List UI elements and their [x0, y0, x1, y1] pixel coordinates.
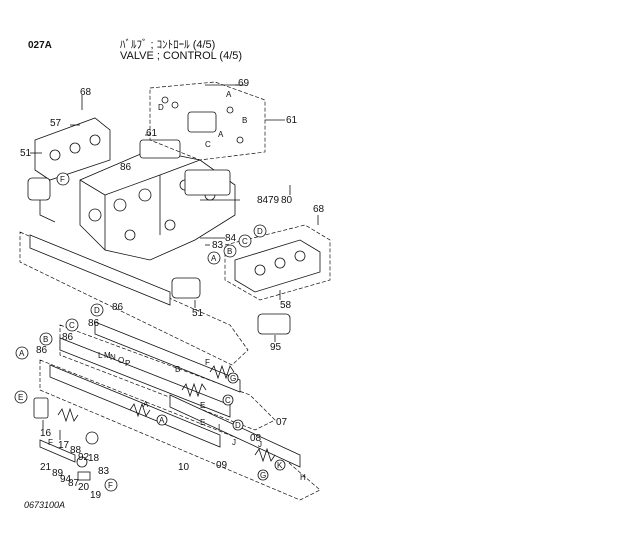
- svg-text:A: A: [159, 416, 165, 425]
- svg-text:D: D: [158, 103, 164, 112]
- callout-51: 51: [20, 148, 32, 159]
- title-japanese: ﾊﾞﾙﾌﾞ ; ｺﾝﾄﾛｰﾙ (4/5): [120, 39, 216, 51]
- callout-57: 57: [50, 118, 62, 129]
- callout-58: 58: [280, 300, 292, 311]
- callout-09: 09: [216, 460, 228, 471]
- solenoid-51b: [171, 277, 201, 299]
- valve-block: [79, 139, 236, 261]
- callout-84: 84: [257, 195, 269, 206]
- svg-text:C: C: [242, 237, 248, 246]
- svg-text:E: E: [200, 401, 205, 410]
- svg-text:F: F: [48, 438, 53, 447]
- callout-95: 95: [270, 342, 282, 353]
- svg-text:J: J: [232, 438, 236, 447]
- svg-text:D: D: [235, 421, 241, 430]
- svg-text:G: G: [260, 471, 266, 480]
- springs: [57, 364, 276, 463]
- drawing-number: 0673100A: [24, 500, 66, 510]
- callout-86e: 86: [36, 345, 48, 356]
- plug-16: [33, 397, 49, 419]
- callout-79: 79: [268, 195, 280, 206]
- svg-text:E: E: [200, 418, 205, 427]
- title-english: VALVE ; CONTROL (4/5): [120, 50, 243, 62]
- leader-lines: [30, 84, 319, 440]
- callout-68b: 68: [313, 204, 325, 215]
- callout-68: 68: [80, 87, 92, 98]
- part-letters: A D B A C L M N O P B F A E E I J J H F: [48, 90, 306, 482]
- svg-text:B: B: [175, 365, 180, 374]
- letter-markers: F D C B A D C B A E F G C A D K G: [14, 172, 286, 492]
- callout-21: 21: [40, 462, 52, 473]
- callout-86c: 86: [88, 318, 100, 329]
- callout-94: 94: [60, 474, 72, 485]
- svg-text:C: C: [69, 321, 75, 330]
- callout-84b: 84: [225, 233, 237, 244]
- svg-text:O: O: [118, 356, 124, 365]
- callout-61: 61: [146, 128, 158, 139]
- callout-80: 80: [281, 195, 293, 206]
- callout-69: 69: [238, 78, 250, 89]
- svg-text:A: A: [211, 254, 217, 263]
- right-group-outline: [224, 224, 331, 301]
- svg-text:H: H: [300, 473, 306, 482]
- solenoid-51: [27, 177, 51, 201]
- svg-text:G: G: [230, 374, 236, 383]
- svg-text:F: F: [60, 175, 65, 184]
- callout-61b: 61: [286, 115, 298, 126]
- svg-text:D: D: [94, 306, 100, 315]
- svg-text:I: I: [218, 423, 220, 432]
- svg-text:E: E: [18, 393, 23, 402]
- callout-83: 83: [212, 240, 224, 251]
- callout-16: 16: [40, 428, 52, 439]
- callout-92: 92: [78, 452, 90, 463]
- callout-86d: 86: [62, 332, 74, 343]
- callout-83b: 83: [98, 466, 110, 477]
- svg-text:A: A: [19, 349, 25, 358]
- svg-text:A: A: [143, 400, 149, 409]
- callout-86b: 86: [112, 302, 124, 313]
- callout-87: 87: [68, 478, 80, 489]
- svg-text:K: K: [277, 461, 283, 470]
- svg-text:F: F: [205, 358, 210, 367]
- svg-text:B: B: [242, 116, 247, 125]
- callout-10: 10: [178, 462, 190, 473]
- svg-text:N: N: [110, 353, 116, 362]
- solenoid-95: [257, 313, 291, 335]
- svg-text:A: A: [226, 90, 232, 99]
- svg-text:B: B: [227, 247, 232, 256]
- svg-text:C: C: [225, 396, 231, 405]
- callout-18: 18: [88, 453, 100, 464]
- svg-text:J: J: [258, 440, 262, 449]
- callout-86: 86: [120, 162, 132, 173]
- catalog-code: 027A: [28, 40, 52, 51]
- callout-88: 88: [70, 445, 82, 456]
- svg-text:L: L: [98, 351, 103, 360]
- callout-17: 17: [58, 440, 70, 451]
- svg-text:B: B: [43, 335, 48, 344]
- svg-text:C: C: [205, 140, 211, 149]
- spool-outline-1: [19, 231, 249, 366]
- svg-text:A: A: [218, 130, 224, 139]
- svg-text:P: P: [125, 359, 130, 368]
- top-group-outline: [149, 81, 266, 161]
- svg-text:M: M: [104, 351, 111, 360]
- callout-89: 89: [52, 468, 64, 479]
- callout-20: 20: [78, 482, 90, 493]
- callout-19: 19: [90, 490, 102, 501]
- svg-text:D: D: [257, 227, 263, 236]
- spool-outline-3: [39, 359, 321, 501]
- svg-text:F: F: [108, 481, 113, 490]
- callout-08: 08: [250, 433, 262, 444]
- callout-07: 07: [276, 417, 288, 428]
- callout-51b: 51: [192, 308, 204, 319]
